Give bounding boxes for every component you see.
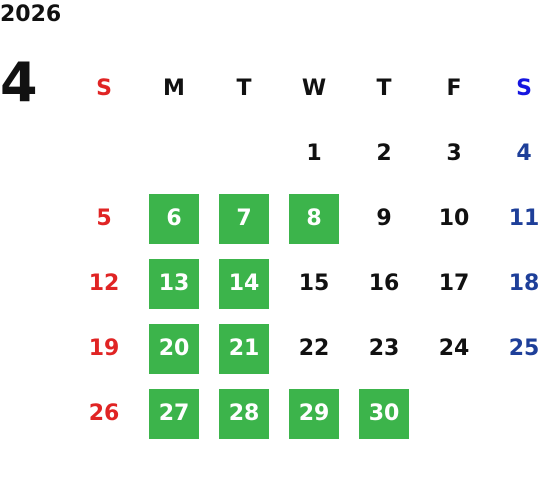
day-cell[interactable]: 25: [508, 336, 540, 361]
day-cell[interactable]: 18: [508, 271, 540, 296]
day-cell[interactable]: 4: [516, 141, 532, 166]
day-cell[interactable]: 11: [508, 206, 540, 231]
day-cell[interactable]: 12: [88, 271, 120, 296]
empty-cell: [209, 121, 279, 186]
day-cell[interactable]: 15: [298, 271, 330, 296]
day-cell[interactable]: 20: [149, 323, 199, 374]
day-cell[interactable]: 14: [219, 258, 269, 309]
day-cell[interactable]: 27: [149, 388, 199, 439]
weekday-wed: W: [301, 76, 327, 101]
day-cell[interactable]: 23: [368, 336, 400, 361]
empty-cell: [419, 381, 489, 446]
weekday-sat: S: [516, 76, 532, 101]
day-cell[interactable]: 2: [376, 141, 392, 166]
day-cell[interactable]: 9: [376, 206, 392, 231]
day-cell[interactable]: 17: [438, 271, 470, 296]
calendar-grid: S M T W T F S 1 2 3 4 5 6 7 8 9 10 11 12…: [69, 56, 548, 446]
day-cell[interactable]: 28: [219, 388, 269, 439]
day-cell[interactable]: 21: [219, 323, 269, 374]
day-cell[interactable]: 26: [88, 401, 120, 426]
day-cell[interactable]: 1: [306, 141, 322, 166]
day-cell[interactable]: 5: [96, 206, 112, 231]
day-cell[interactable]: 19: [88, 336, 120, 361]
day-cell[interactable]: 24: [438, 336, 470, 361]
day-cell[interactable]: 8: [289, 193, 339, 244]
empty-cell: [69, 121, 139, 186]
weekday-tue: T: [236, 76, 252, 101]
day-cell[interactable]: 22: [298, 336, 330, 361]
day-cell[interactable]: 30: [359, 388, 409, 439]
day-cell[interactable]: 7: [219, 193, 269, 244]
day-cell[interactable]: 13: [149, 258, 199, 309]
empty-cell: [489, 381, 548, 446]
day-cell[interactable]: 10: [438, 206, 470, 231]
weekday-sun: S: [96, 76, 112, 101]
day-cell[interactable]: 3: [446, 141, 462, 166]
day-cell[interactable]: 29: [289, 388, 339, 439]
month-number: 4: [0, 51, 38, 114]
weekday-fri: F: [446, 76, 462, 101]
weekday-mon: M: [163, 76, 185, 101]
weekday-thu: T: [376, 76, 392, 101]
day-cell[interactable]: 6: [149, 193, 199, 244]
empty-cell: [139, 121, 209, 186]
day-cell[interactable]: 16: [368, 271, 400, 296]
year-label: 2026: [0, 2, 62, 27]
